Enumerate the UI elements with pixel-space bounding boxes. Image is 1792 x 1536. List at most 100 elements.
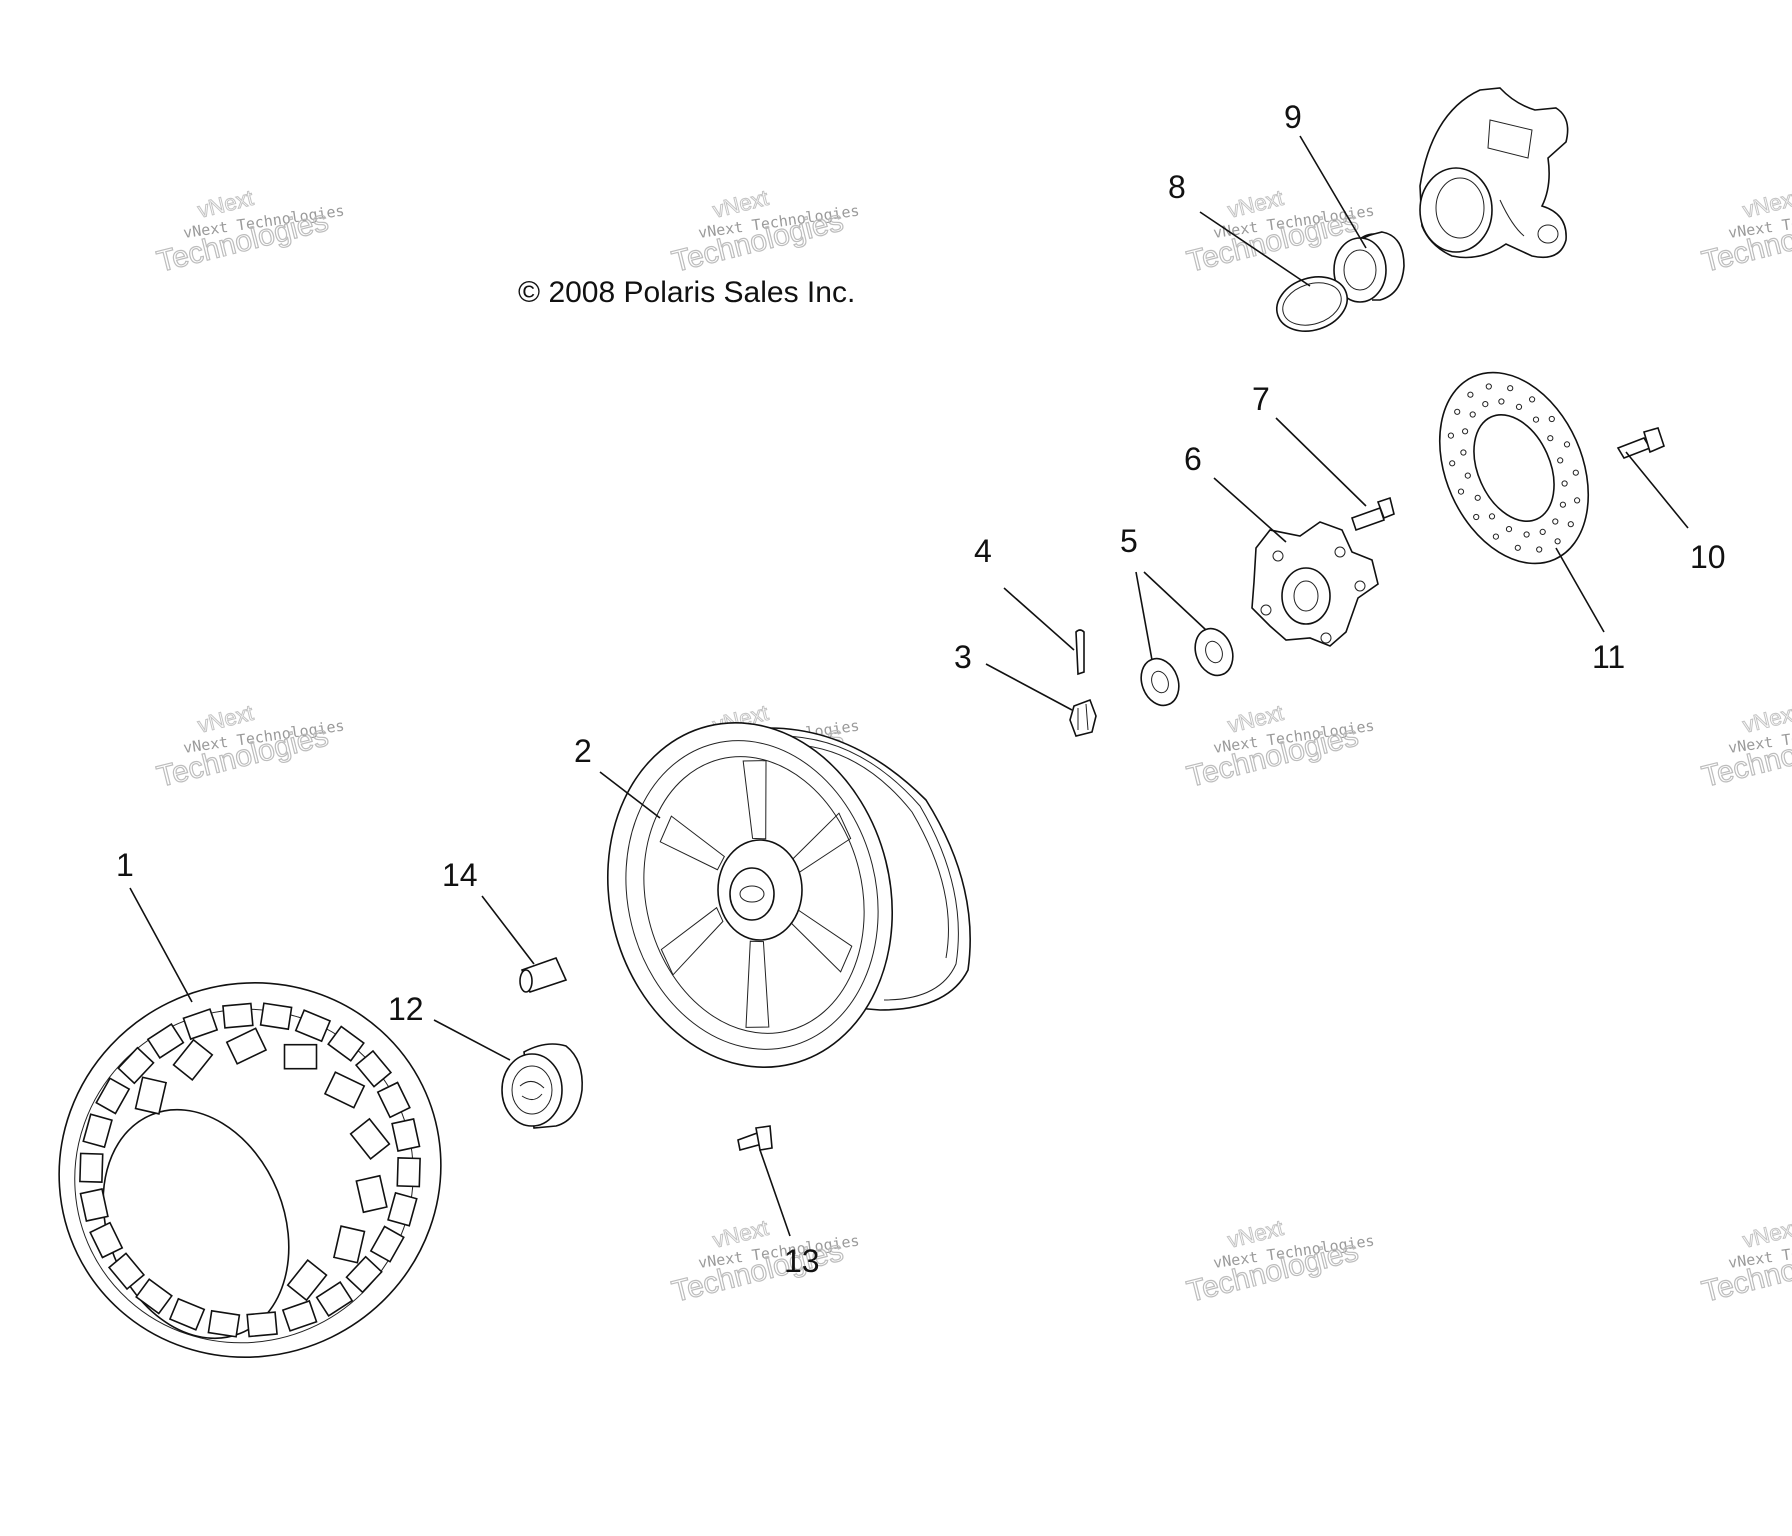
copyright-notice: © 2008 Polaris Sales Inc. [518, 276, 855, 309]
callout-7: 7 [1252, 381, 1270, 417]
disc-hole [1488, 513, 1496, 520]
leader-line-4 [1003, 587, 1075, 651]
callout-14: 14 [442, 857, 478, 893]
callout-9: 9 [1284, 99, 1302, 135]
leader-line-8 [1199, 211, 1311, 287]
disc-hole [1515, 403, 1523, 410]
tread-block [354, 1049, 393, 1088]
disc-hole [1460, 449, 1467, 456]
callout-11: 11 [1592, 639, 1625, 675]
tread-block [89, 1221, 124, 1259]
disc-hole [1567, 521, 1574, 528]
tread-block [259, 1002, 293, 1031]
tread-block [225, 1027, 268, 1065]
disc-hole [1447, 432, 1455, 439]
tread-block [349, 1117, 391, 1161]
rim-spoke [660, 906, 724, 976]
hub-cap [501, 1043, 583, 1129]
disc-hole [1523, 531, 1530, 538]
tread-block [117, 1046, 155, 1085]
disc-hole [1462, 428, 1469, 435]
disc-hole [1536, 546, 1543, 553]
leader-line-9 [1299, 135, 1367, 249]
callout-4: 4 [974, 533, 992, 569]
tread-block [207, 1309, 241, 1338]
disc-hole [1457, 488, 1465, 495]
disc-hole [1552, 518, 1559, 525]
tread-block [286, 1258, 328, 1302]
snap-ring [1276, 276, 1348, 332]
disc-hole [1548, 415, 1555, 423]
leader-line-11 [1555, 547, 1605, 633]
tread-block [281, 1299, 318, 1332]
callout-2: 2 [574, 733, 592, 769]
wheel-stud [1350, 496, 1395, 532]
tread-block [107, 1252, 146, 1291]
disc-hole [1514, 544, 1521, 551]
disc-hole [1539, 528, 1546, 536]
leader-lines [129, 135, 1689, 1237]
tire [58, 982, 442, 1358]
tread-block [332, 1225, 366, 1264]
tread-block [146, 1023, 185, 1059]
tread-block [369, 1225, 405, 1263]
disc-hole [1563, 441, 1571, 448]
disc-hole [1529, 396, 1536, 403]
disc-hole [1464, 472, 1471, 479]
disc-hole [1505, 526, 1513, 533]
leader-line-5b [1143, 571, 1207, 631]
disc-hole [1532, 416, 1540, 423]
leader-line-3 [985, 663, 1073, 711]
rim-spoke [742, 760, 767, 840]
hub-cap-screw [737, 1125, 773, 1151]
callout-13: 13 [784, 1243, 820, 1279]
wheel-rim [606, 722, 971, 1068]
tread-block [82, 1113, 113, 1149]
leader-line-12 [433, 1019, 511, 1061]
castle-nut [1069, 698, 1097, 737]
tread-block [391, 1118, 421, 1152]
tread-block [376, 1081, 411, 1119]
leader-line-2 [599, 771, 661, 819]
tread-block [246, 1311, 278, 1338]
tread-block [323, 1071, 366, 1109]
callout-3: 3 [954, 639, 972, 675]
wheel-rim-spokes [659, 760, 853, 1028]
tread-block [222, 1002, 254, 1029]
leader-line-10 [1625, 451, 1689, 529]
tread-block [315, 1281, 354, 1317]
disc-hole [1559, 501, 1567, 508]
leader-line-7 [1275, 417, 1367, 507]
brake-disc [1438, 371, 1590, 565]
tread-block [79, 1188, 109, 1222]
disc-hole [1557, 457, 1564, 464]
tread-block [182, 1008, 219, 1041]
disc-hole [1498, 398, 1505, 405]
tread-block [79, 1152, 104, 1183]
callout-10: 10 [1690, 539, 1726, 575]
tread-block [172, 1038, 214, 1082]
leader-line-13 [759, 1149, 791, 1237]
disc-hole [1449, 460, 1456, 467]
rim-spoke [659, 815, 725, 871]
cotter-pin [1075, 629, 1085, 676]
callout-1: 1 [116, 847, 134, 883]
tread-block [345, 1255, 383, 1294]
tread-block [327, 1025, 365, 1062]
tread-block [387, 1191, 418, 1227]
callout-5: 5 [1120, 523, 1138, 559]
disc-hole [1561, 480, 1568, 487]
wheel-hub [1251, 521, 1379, 647]
tread-block [135, 1278, 173, 1315]
disc-hole [1492, 533, 1500, 540]
washer-pair [1140, 627, 1234, 707]
leader-line-6 [1213, 477, 1287, 543]
brake-disc-holes [1447, 383, 1581, 553]
wheel-bearing [1333, 231, 1405, 303]
disc-hole [1467, 391, 1474, 398]
